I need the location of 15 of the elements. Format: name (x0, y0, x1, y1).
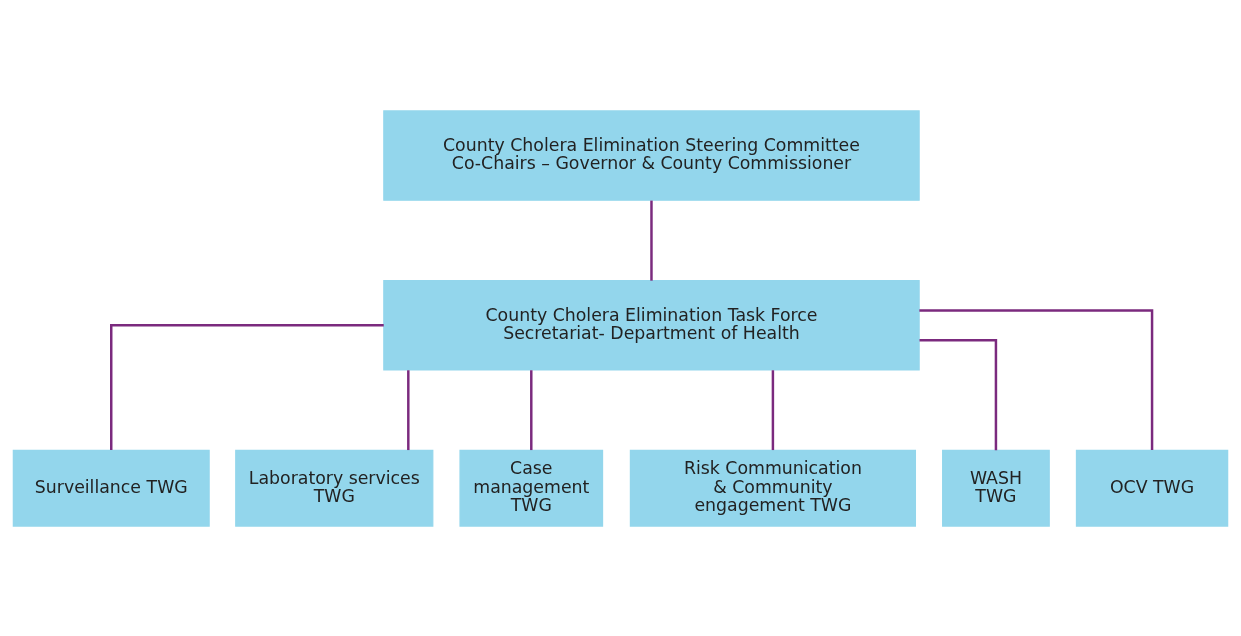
connector (650, 200, 653, 281)
node-box: OCV TWG (1075, 449, 1229, 527)
node-box: County Cholera Elimination Steering Committee Co-Chairs – Governor & County Commissioner (383, 109, 920, 201)
connector (530, 369, 533, 450)
connector (110, 323, 384, 450)
node-box: WASH TWG (942, 449, 1050, 527)
connector (407, 369, 410, 450)
node-box: Surveillance TWG (12, 449, 210, 527)
connector (919, 338, 998, 450)
connector (771, 369, 775, 450)
connector (919, 308, 1154, 450)
node-box: Laboratory services TWG (235, 449, 434, 527)
node-box: Risk Communication & Community engagement TWG (629, 449, 916, 527)
node-box: County Cholera Elimination Task Force Secretariat- Department of Health (383, 279, 920, 371)
node-box: Case management TWG (459, 449, 604, 527)
